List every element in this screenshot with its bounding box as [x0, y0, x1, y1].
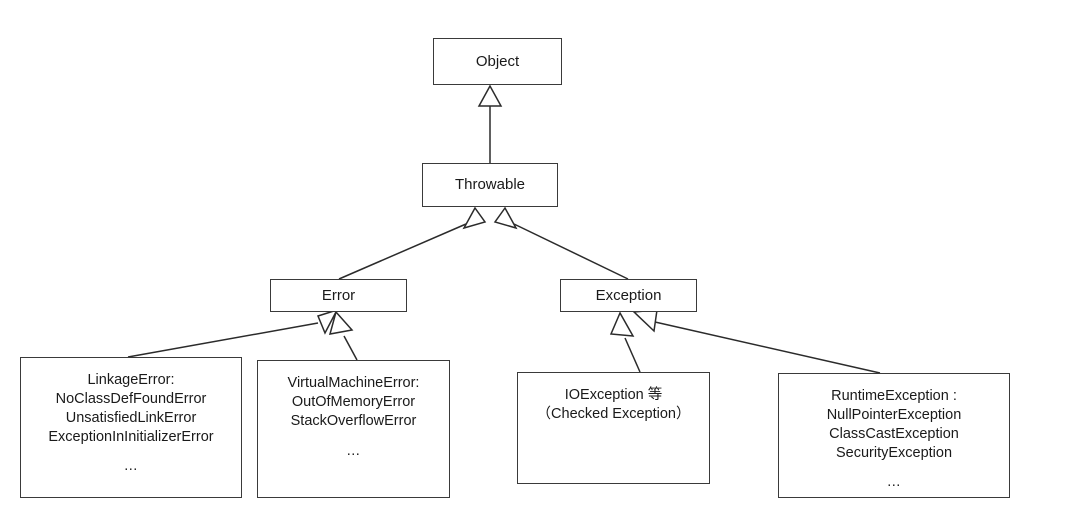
class-name-runtime-exception: RuntimeException : — [831, 388, 957, 404]
class-box-linkage-error[interactable]: LinkageError: NoClassDefFoundError Unsat… — [20, 357, 242, 498]
edge-throwable-to-object — [477, 84, 503, 163]
class-name-exception-in-initializer-error: ExceptionInInitializerError — [48, 428, 214, 445]
class-name-stack-overflow-error: StackOverflowError — [290, 412, 417, 429]
class-box-io-exception[interactable]: IOException 等 （Checked Exception） — [517, 372, 710, 484]
class-name-out-of-memory-error: OutOfMemoryError — [291, 393, 416, 410]
class-name-linkage-error: LinkageError: — [87, 372, 175, 388]
ellipsis-linkage-error: ... — [124, 458, 138, 475]
class-name-no-class-def-found-error: NoClassDefFoundError — [55, 390, 207, 407]
class-name-io-exception: IOException 等 — [564, 387, 663, 403]
class-name-object: Object — [475, 52, 520, 70]
class-box-runtime-exception[interactable]: RuntimeException : NullPointerException … — [778, 373, 1010, 498]
class-name-class-cast-exception: ClassCastException — [829, 425, 959, 442]
class-name-null-pointer-exception: NullPointerException — [826, 406, 962, 423]
class-name-exception: Exception — [595, 286, 662, 304]
class-name-security-exception: SecurityException — [835, 444, 953, 461]
ellipsis-virtual-machine-error: ... — [346, 442, 361, 459]
class-name-unsatisfied-link-error: UnsatisfiedLinkError — [65, 409, 197, 426]
class-box-throwable[interactable]: Throwable — [422, 163, 558, 207]
edge-vm-error-to-error — [328, 310, 358, 361]
class-name-throwable: Throwable — [454, 176, 526, 194]
edge-linkage-error-to-error — [127, 308, 339, 358]
class-name-virtual-machine-error: VirtualMachineError: — [287, 375, 420, 391]
class-box-error[interactable]: Error — [270, 279, 407, 312]
edge-runtime-exception-to-exception — [632, 309, 881, 374]
class-box-virtual-machine-error[interactable]: VirtualMachineError: OutOfMemoryError St… — [257, 360, 450, 498]
ellipsis-runtime-exception: ... — [887, 474, 901, 491]
class-box-object[interactable]: Object — [433, 38, 562, 85]
label-checked-exception: （Checked Exception） — [536, 405, 691, 422]
edge-exception-to-throwable — [493, 206, 629, 280]
class-box-exception[interactable]: Exception — [560, 279, 697, 312]
class-name-error: Error — [321, 286, 356, 304]
edge-io-exception-to-exception — [609, 311, 641, 373]
edge-error-to-throwable — [338, 206, 487, 280]
